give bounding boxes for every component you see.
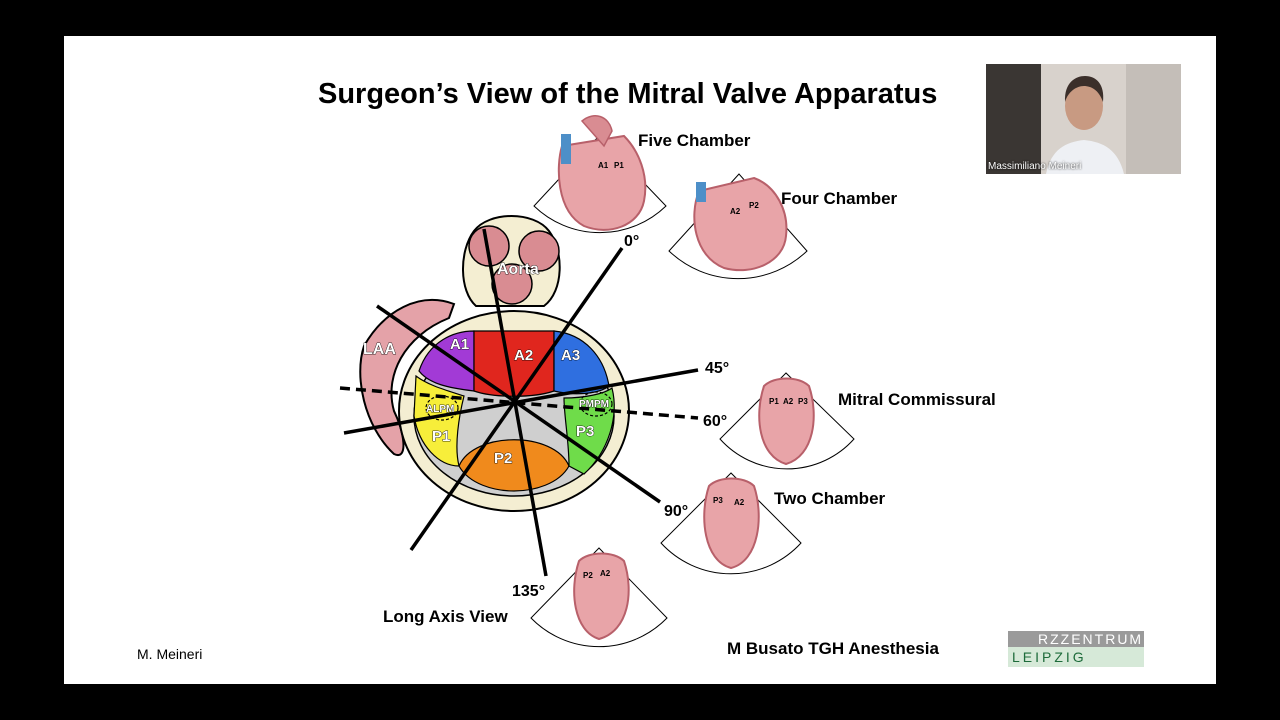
segment-p3-label: P3: [576, 423, 594, 440]
svg-text:P2: P2: [583, 571, 593, 580]
svg-text:P1: P1: [769, 397, 779, 406]
segment-a3-label: A3: [561, 347, 580, 364]
logo-top-text: RZZENTRUM: [1008, 631, 1144, 647]
angle-label-45: 45°: [705, 360, 729, 377]
long-axis-view: P2 A2: [530, 547, 668, 648]
five-chamber-view: A1 P1: [533, 115, 667, 234]
segment-a2-label: A2: [514, 347, 533, 364]
two-chamber-view: P3 A2: [660, 472, 802, 575]
mitral-commissural-label: Mitral Commissural: [838, 390, 996, 409]
svg-text:P3: P3: [798, 397, 808, 406]
segment-p2-shape: [458, 439, 570, 492]
scan-line-135: [482, 228, 548, 577]
aorta-cusp-3: [491, 263, 533, 305]
angle-label-0: 0°: [624, 233, 639, 250]
angle-label-90: 90°: [664, 503, 688, 520]
mitral-valve-diagram: 0° 45° 60° 90° 135° Aorta LAA ALPM PMPM …: [339, 115, 996, 648]
herzzentrum-logo: RZZENTRUM LEIPZIG: [1008, 631, 1144, 667]
svg-text:P2: P2: [749, 201, 759, 210]
scan-line-0: [409, 246, 624, 552]
four-chamber-view: A2 P2: [668, 173, 808, 280]
svg-text:P3: P3: [713, 496, 723, 505]
five-chamber-label: Five Chamber: [638, 131, 751, 150]
author-credit: M. Meineri: [137, 646, 203, 662]
svg-text:A2: A2: [730, 207, 741, 216]
angle-label-60: 60°: [703, 413, 727, 430]
laa-label: LAA: [363, 341, 396, 358]
svg-text:A2: A2: [783, 397, 794, 406]
pmpm-label: PMPM: [579, 399, 609, 410]
svg-text:A1: A1: [598, 161, 609, 170]
segment-a1-label: A1: [450, 336, 469, 353]
scan-lines: [339, 228, 699, 577]
long-axis-label: Long Axis View: [383, 607, 508, 626]
scan-line-90: [376, 304, 661, 504]
svg-text:A2: A2: [734, 498, 745, 507]
svg-text:P1: P1: [614, 161, 624, 170]
angle-label-135: 135°: [512, 583, 545, 600]
segment-p2-label: P2: [494, 450, 512, 467]
participant-avatar: [986, 64, 1181, 174]
logo-bottom-text: LEIPZIG: [1008, 647, 1144, 667]
segment-p1-label: P1: [432, 428, 450, 445]
mitral-commissural-view: P1 A2 P3: [719, 372, 855, 470]
svg-text:A2: A2: [600, 569, 611, 578]
alpm-label: ALPM: [426, 404, 454, 415]
participant-name: Massimiliano Meineri: [988, 161, 1082, 172]
aorta-cusp-2: [518, 230, 560, 272]
pmpm-shape: [579, 391, 613, 417]
laa-shape: [359, 299, 456, 457]
presentation-slide: Surgeon’s View of the Mitral Valve Appar…: [64, 36, 1216, 684]
participant-video-tile[interactable]: Massimiliano Meineri: [986, 64, 1181, 174]
slide-title: Surgeon’s View of the Mitral Valve Appar…: [318, 78, 938, 110]
source-credit: M Busato TGH Anesthesia: [727, 639, 939, 658]
aorta-label: Aorta: [497, 261, 539, 278]
four-chamber-label: Four Chamber: [781, 189, 898, 208]
two-chamber-label: Two Chamber: [774, 489, 886, 508]
